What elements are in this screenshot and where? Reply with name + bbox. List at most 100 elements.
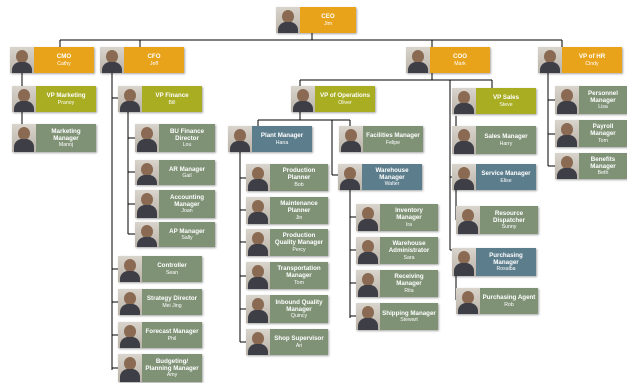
purchasing-manager-name: Rosalba (496, 266, 516, 273)
receiving-manager-photo (356, 270, 380, 297)
ceo-name: Jim (323, 20, 333, 27)
personnel-manager-name: Lisa (598, 104, 608, 111)
strategy-director-title: Strategy Director (146, 295, 198, 303)
payroll-manager-title: Payroll Manager (590, 123, 616, 138)
warehouse-administrator-name: Sara (403, 254, 415, 261)
shipping-manager-title: Shipping Manager (382, 309, 436, 317)
production-quality-manager-title: Production Quality Manager (274, 232, 324, 247)
warehouse-manager-photo (338, 164, 362, 190)
ap-manager-photo (135, 222, 159, 247)
shipping-manager-name: Stewart (400, 317, 418, 323)
bu-finance-director-photo (135, 124, 159, 152)
accounting-manager-name: Joan (181, 208, 193, 215)
vp-marketing-name: Pranoy (57, 99, 75, 106)
facilities-manager-title: Facilities Manager (366, 132, 420, 140)
production-quality-manager-photo (246, 229, 270, 256)
marketing-manager-photo (12, 124, 36, 152)
benefits-manager-name: Beth (597, 170, 609, 177)
personnel-manager-photo (555, 86, 579, 114)
production-quality-manager-name: Percy (292, 246, 306, 253)
vp-operations-title: VP of Operations (319, 92, 371, 100)
vp-operations-name: Oliver (338, 99, 352, 106)
budgeting-manager-photo (118, 354, 142, 382)
maintenance-planner-photo (246, 197, 270, 224)
controller-name: Sean (165, 269, 179, 276)
service-manager-photo (452, 164, 476, 190)
coo-photo (406, 47, 430, 73)
bu-finance-director-name: Lou (182, 142, 192, 149)
benefits-manager-title: Benefits Manager (590, 155, 616, 170)
plant-manager-name: Hana (275, 139, 289, 146)
vp-finance-photo (118, 86, 142, 112)
receiving-manager-title: Receiving Manager (394, 273, 424, 288)
warehouse-manager-title: Warehouse Manager (375, 166, 409, 181)
ap-manager-title: AP Manager (169, 227, 205, 235)
vp-hr-name: Cindy (585, 60, 599, 67)
sales-manager-name: Harry (499, 140, 513, 147)
vp-operations-photo (291, 86, 315, 112)
vp-finance-name: Bill (168, 99, 176, 106)
coo-title: COO (452, 53, 468, 61)
controller-photo (118, 256, 142, 282)
production-planner-name: Bob (294, 181, 304, 188)
sales-manager-photo (452, 126, 476, 154)
inbound-quality-manager-title: Inbound Quality Manager (275, 298, 323, 313)
cmo-title: CMO (56, 53, 72, 61)
budgeting-manager-name: Amy (166, 372, 178, 379)
budgeting-manager-title: Budgeting/ Planning Manager (145, 357, 199, 372)
purchasing-agent-name: Rob (504, 301, 514, 308)
purchasing-manager-title: Purchasing Manager (489, 251, 523, 266)
resource-dispatcher-photo (456, 206, 480, 234)
accounting-manager-photo (135, 190, 159, 218)
benefits-manager-photo (555, 153, 579, 179)
resource-dispatcher-name: Sunny (501, 224, 517, 231)
cmo-photo (10, 47, 34, 73)
ceo-title: CEO (321, 13, 335, 21)
vp-marketing-photo (12, 86, 36, 112)
purchasing-manager-photo (452, 248, 476, 276)
cfo-name: Jeff (149, 60, 159, 67)
shop-supervisor-name: Ari (295, 342, 303, 349)
facilities-manager-photo (339, 126, 363, 152)
